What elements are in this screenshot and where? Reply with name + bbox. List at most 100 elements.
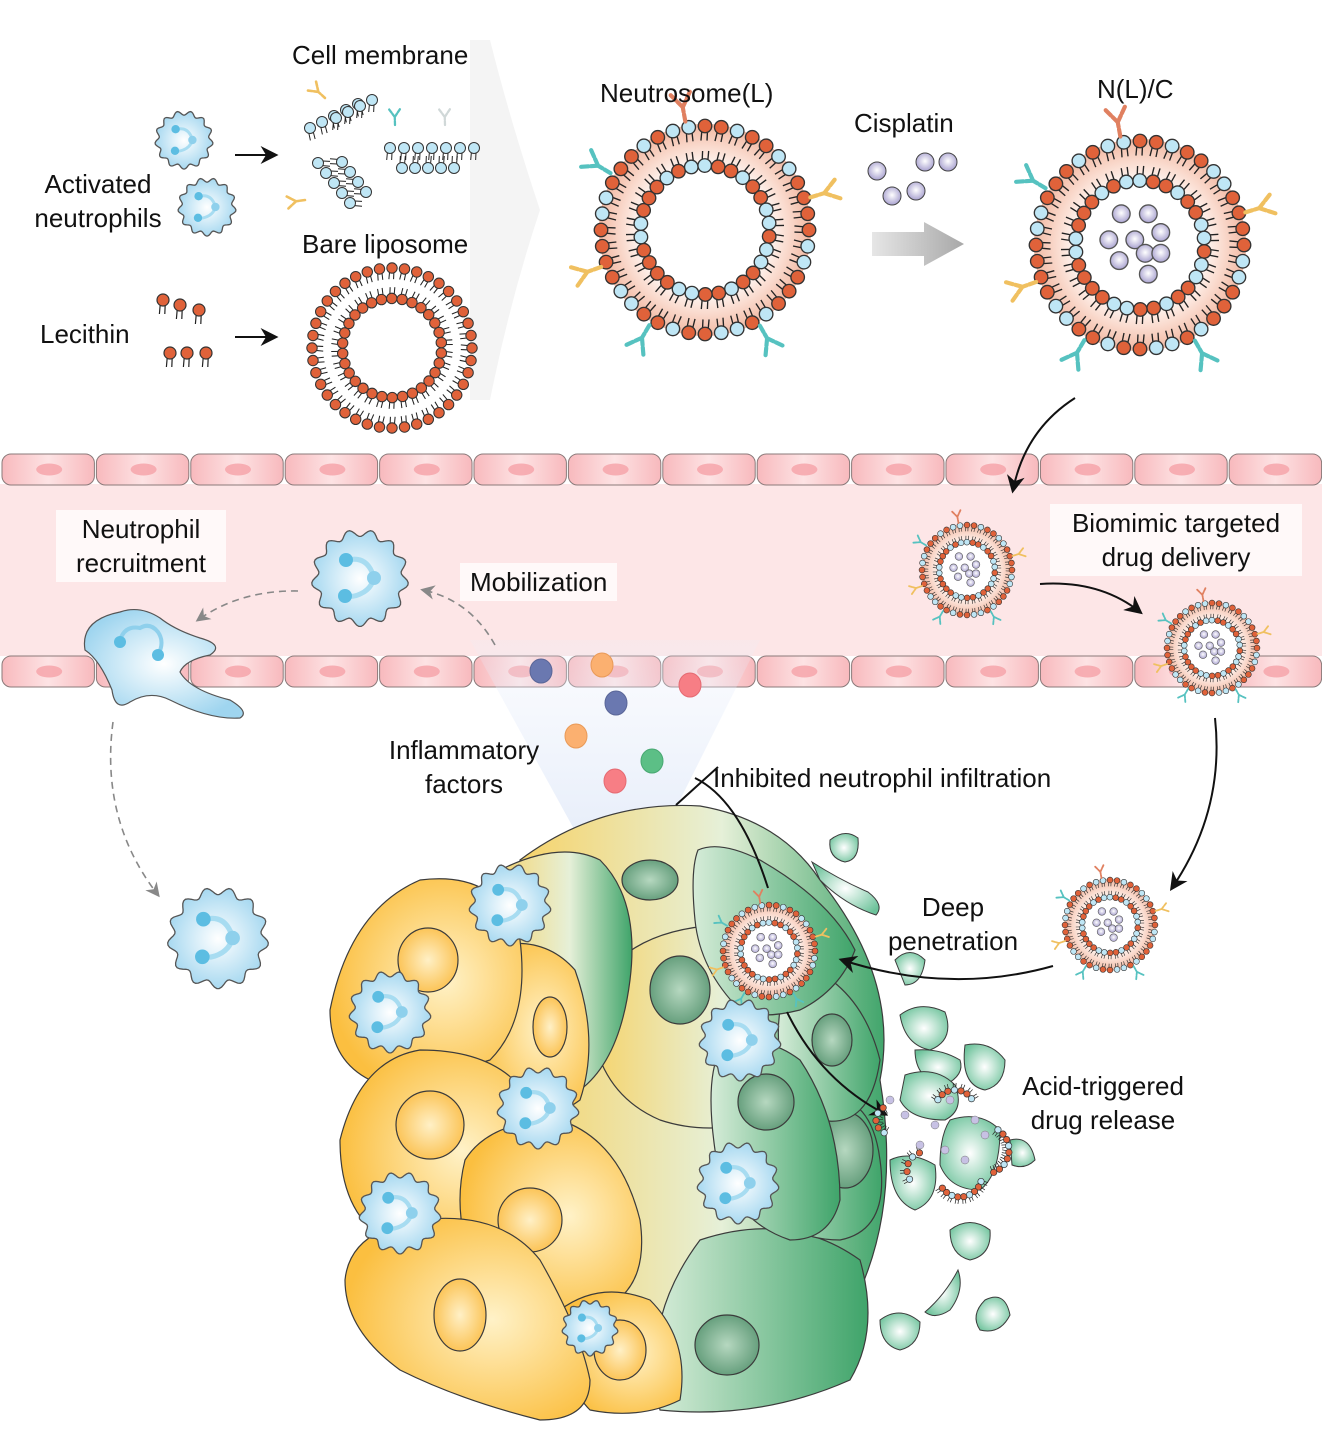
lipid-head xyxy=(879,1104,887,1112)
lipid-head xyxy=(1188,269,1204,285)
lipid-head xyxy=(1116,340,1132,356)
antibody xyxy=(792,992,805,1008)
nucleus-lobe xyxy=(543,1102,556,1114)
lipid-head xyxy=(356,302,369,314)
lipid-head xyxy=(697,158,713,173)
lipid-head xyxy=(963,611,971,619)
lipid-head xyxy=(396,390,409,403)
lipid-head xyxy=(1201,689,1209,696)
lipid-head xyxy=(373,263,386,275)
antibody xyxy=(1234,688,1247,704)
lipid-head xyxy=(801,222,817,238)
lipid-head xyxy=(1008,559,1015,567)
lipid-head xyxy=(947,544,954,551)
cisplatin-dot xyxy=(906,181,926,201)
lipid-head xyxy=(683,159,699,175)
cisplatin-dot xyxy=(1199,630,1209,639)
lipid-head xyxy=(336,187,348,199)
lipid-head xyxy=(366,387,378,400)
lipid-head xyxy=(798,980,805,987)
lipid-head xyxy=(1106,178,1121,194)
cisplatin-dot xyxy=(1097,907,1107,916)
lipid-head xyxy=(779,903,787,911)
lipid-head xyxy=(1039,284,1055,300)
lipid-head xyxy=(1094,185,1110,201)
lipid-head xyxy=(1033,205,1049,221)
lipid-head xyxy=(938,1091,946,1099)
lipid-head xyxy=(375,293,388,306)
factor-dot xyxy=(678,672,702,698)
tumor-nucleus xyxy=(532,996,568,1058)
lipid-head xyxy=(312,157,324,169)
lipid-head xyxy=(336,156,348,168)
antibody xyxy=(437,107,452,127)
lipid-head xyxy=(777,921,784,929)
lipid-head xyxy=(771,296,786,311)
cisplatin-dot xyxy=(1198,650,1208,659)
antibody xyxy=(1196,586,1207,602)
lipid-head xyxy=(786,988,794,996)
cisplatin-dot xyxy=(755,953,765,963)
lipid-head xyxy=(409,162,421,174)
lipid-head xyxy=(1112,949,1120,956)
lipid-head xyxy=(779,991,787,999)
migrating-neutrophil xyxy=(83,608,244,719)
lipid-head xyxy=(1168,624,1176,631)
lipid-head xyxy=(758,993,766,1000)
fragment xyxy=(899,1071,959,1121)
lipid-head xyxy=(360,186,372,198)
factor-dot xyxy=(640,748,664,774)
lipid-head xyxy=(349,309,361,321)
nucleus-lobe xyxy=(114,636,126,648)
lipid-head xyxy=(1192,667,1199,674)
released-lipid-fragments xyxy=(872,1082,1013,1204)
lipid-head xyxy=(738,956,746,964)
lipid-head xyxy=(765,976,773,983)
nucleus-lobe xyxy=(194,192,203,201)
lipid-head xyxy=(1076,205,1092,221)
nlc-circulating xyxy=(907,508,1027,626)
lipid-head xyxy=(1245,671,1252,678)
lipid-head xyxy=(1220,670,1227,677)
lipid-head xyxy=(1063,935,1071,943)
fragment xyxy=(924,1268,961,1316)
lipid-head xyxy=(1206,311,1221,326)
lipid-head xyxy=(1100,336,1116,352)
lipid-head xyxy=(1208,672,1216,680)
lipid-head xyxy=(163,346,177,360)
lipid-head xyxy=(943,606,950,614)
label-line: Activated xyxy=(44,169,152,199)
migrating-neutrophil-nucleus xyxy=(118,623,164,656)
nucleus-lobe xyxy=(382,1191,395,1204)
lipid-head xyxy=(1222,687,1230,695)
lipid-head xyxy=(442,398,455,411)
lipid-head xyxy=(1251,658,1259,666)
lipid-head xyxy=(1149,935,1157,943)
lipid-head xyxy=(1225,190,1241,206)
lipid-head xyxy=(1158,178,1174,194)
lipid-head xyxy=(1148,340,1164,356)
lipid-head xyxy=(753,190,769,205)
nucleus-lobe xyxy=(719,1192,732,1205)
antibody xyxy=(568,264,604,289)
lipid-head xyxy=(1215,689,1223,696)
lipid-head xyxy=(1123,944,1130,951)
lipid-head xyxy=(782,924,789,932)
lipid-head xyxy=(990,603,997,610)
lipid-head xyxy=(765,901,773,909)
lipid-head xyxy=(697,287,713,302)
lipid-head xyxy=(1127,881,1134,889)
lipid-head xyxy=(366,94,378,106)
lipid-head xyxy=(1248,665,1256,672)
lipid-head xyxy=(1182,608,1189,615)
lipid-head xyxy=(753,254,769,270)
lipid-head xyxy=(1184,630,1191,638)
membrane-antibodies xyxy=(285,79,452,211)
lipid-head xyxy=(1197,670,1204,677)
lipid-head xyxy=(415,382,428,394)
lipid-head xyxy=(1068,244,1084,260)
lipid-head xyxy=(1176,676,1184,684)
lipid-head xyxy=(342,106,354,118)
lipid-head xyxy=(1133,913,1140,920)
lipid-head xyxy=(1085,144,1101,160)
